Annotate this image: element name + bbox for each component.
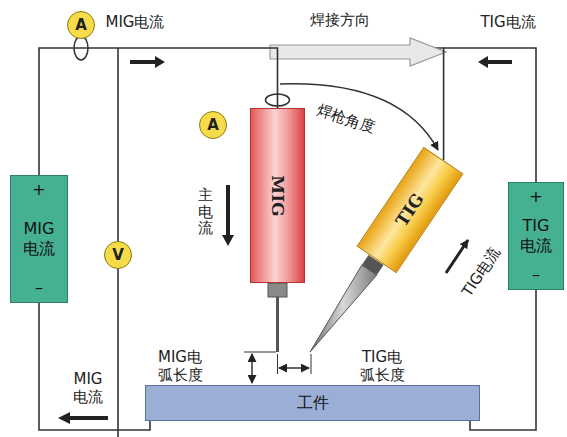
source-text: +: [529, 187, 542, 207]
label: TIG电 弧长度: [355, 348, 409, 384]
power-source: + TIG 电流 –: [508, 182, 564, 290]
power-source: + MIG 电流 –: [10, 175, 68, 303]
dimension-tick: [244, 352, 276, 353]
current-arrow: [478, 56, 512, 68]
workpiece-name: 工件: [297, 393, 329, 414]
meter-letter: V: [112, 246, 124, 264]
wire: [444, 48, 536, 182]
current-arrow: [222, 185, 234, 246]
label: TIG电流: [458, 244, 504, 300]
label: 焊枪角度: [315, 101, 378, 137]
tig-torch: TIG: [357, 147, 464, 273]
source-text: +: [32, 180, 45, 200]
current-arrow: [130, 56, 165, 68]
mig-torch: MIG: [250, 108, 305, 283]
mig-wire: [276, 297, 279, 352]
torch-name: TIG: [392, 190, 428, 230]
workpiece: 工件: [145, 385, 480, 421]
ammeter: A: [67, 11, 95, 39]
source-text: –: [532, 265, 540, 285]
dimension-tick: [311, 354, 312, 374]
label: 焊接方向: [310, 11, 370, 29]
wire: [39, 303, 150, 430]
wire: [39, 48, 278, 175]
direction-arrow: [270, 38, 446, 66]
ammeter: A: [199, 111, 227, 139]
mig-nozzle: [268, 283, 287, 297]
voltmeter: V: [104, 241, 132, 269]
arc-length-dimension: [279, 367, 309, 368]
dimension-tick: [277, 354, 278, 374]
source-text: –: [35, 278, 43, 298]
label: TIG电流: [480, 13, 535, 31]
label: MIG 电流: [68, 370, 108, 406]
arc-length-dimension: [251, 354, 252, 383]
torch-name: MIG: [267, 175, 287, 216]
source-text: TIG 电流: [513, 216, 559, 256]
meter-letter: A: [207, 116, 219, 134]
current-arrow: [58, 412, 108, 424]
label: 主电流: [198, 187, 213, 237]
label: MIG电流: [106, 13, 165, 31]
source-text: MIG 电流: [15, 219, 63, 259]
label: MIG电 弧长度: [153, 348, 207, 384]
current-arrow: [446, 240, 468, 273]
tungsten-electrode: [310, 265, 377, 352]
meter-letter: A: [75, 16, 87, 34]
